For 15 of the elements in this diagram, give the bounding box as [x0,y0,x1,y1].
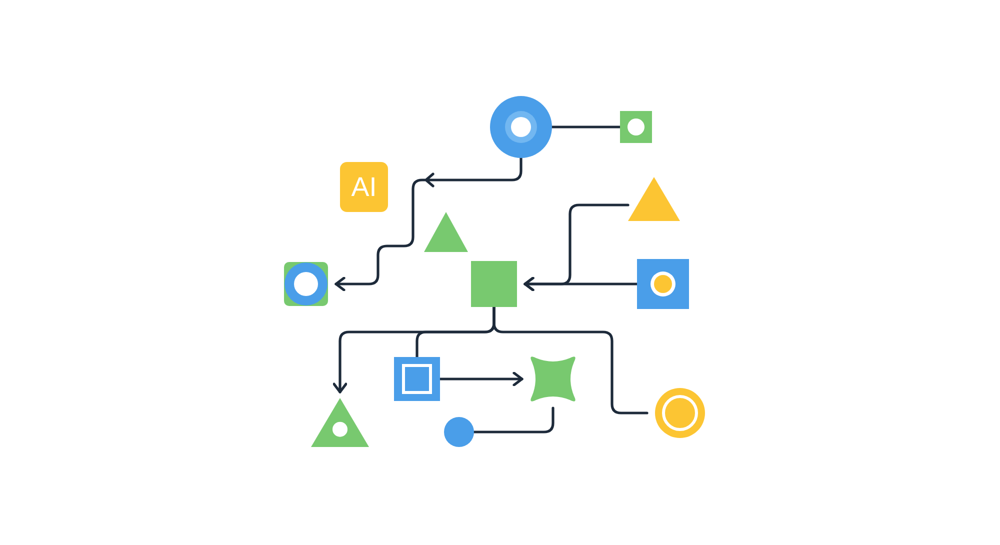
dot-node [444,417,474,447]
triangle-node [628,177,680,221]
square-node [471,261,517,307]
ring-node [655,388,705,438]
connector-line [550,126,622,128]
connector-arrow [334,156,522,292]
ring-on-tile [284,262,328,306]
connector-arrow [438,372,524,386]
connector-line [492,306,648,414]
connector-line [472,406,554,434]
ring-node [490,96,552,158]
text-tile: AI [340,162,388,212]
square-in-square [394,357,440,401]
triangle-node [424,212,468,252]
connector-arrow [524,276,638,292]
